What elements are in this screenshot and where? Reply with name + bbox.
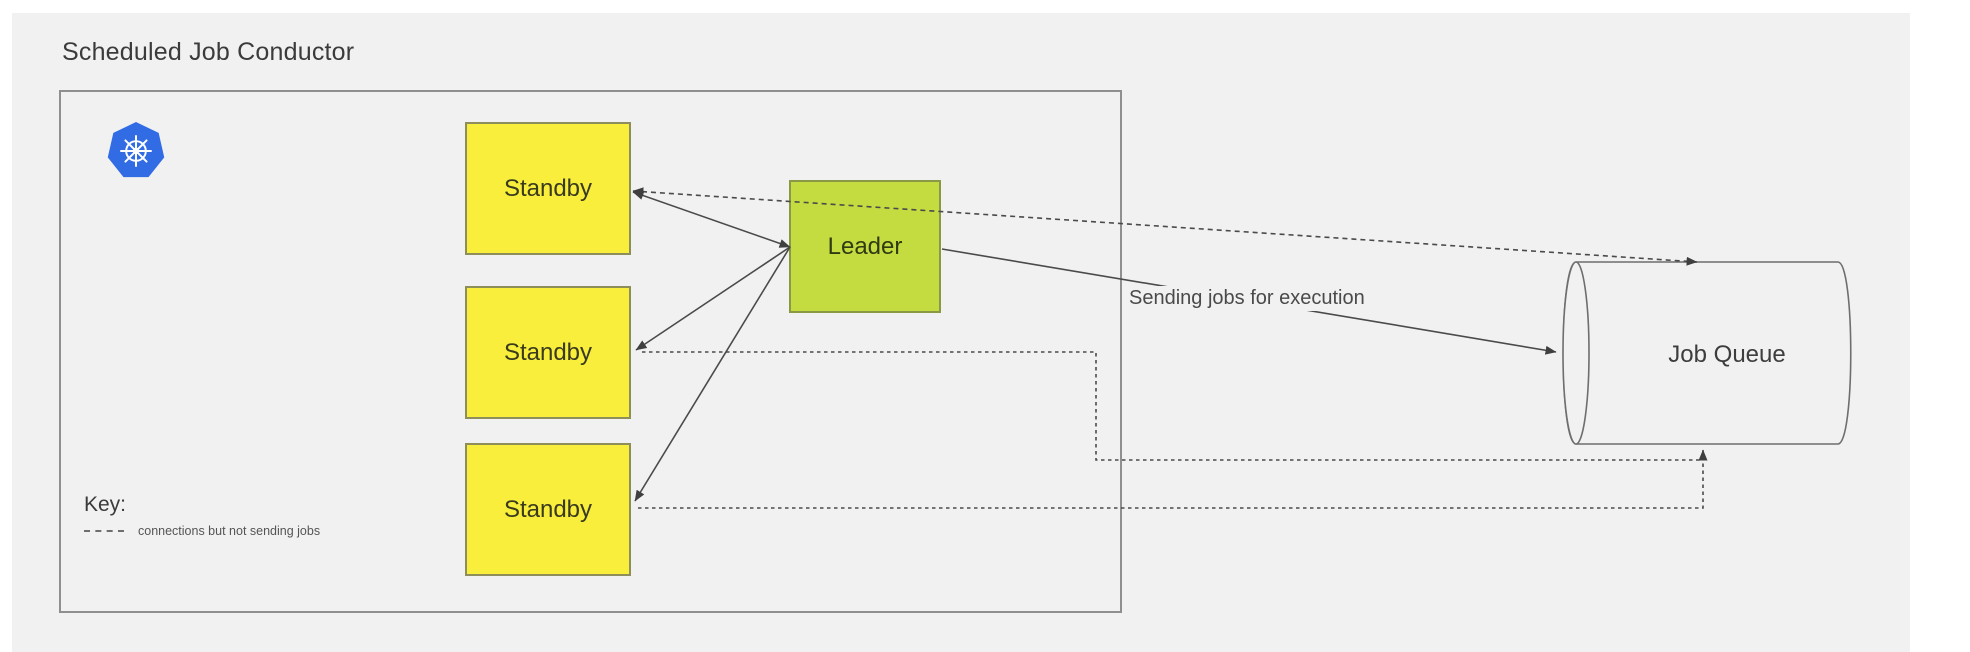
node-leader: Leader — [789, 180, 941, 313]
node-leader-label: Leader — [827, 232, 903, 260]
legend-dashed-meaning: connections but not sending jobs — [138, 524, 321, 538]
kubernetes-icon — [106, 121, 166, 181]
page-title: Scheduled Job Conductor — [62, 38, 355, 66]
legend: Key: connections but not sending jobs — [84, 493, 320, 538]
node-standby-1-label: Standby — [503, 174, 593, 202]
node-job-queue-label: Job Queue — [1668, 341, 1786, 368]
diagram-background-panel: Scheduled Job Conductor — [12, 13, 1910, 652]
node-standby-3-label: Standby — [503, 495, 593, 523]
legend-dashed-line-sample — [84, 530, 124, 532]
node-standby-2-label: Standby — [503, 338, 593, 366]
edge-label-sending-jobs: Sending jobs for execution — [1125, 286, 1369, 311]
node-standby-1: Standby — [465, 122, 631, 255]
legend-title: Key: — [84, 493, 127, 516]
node-standby-2: Standby — [465, 286, 631, 419]
node-standby-3: Standby — [465, 443, 631, 576]
